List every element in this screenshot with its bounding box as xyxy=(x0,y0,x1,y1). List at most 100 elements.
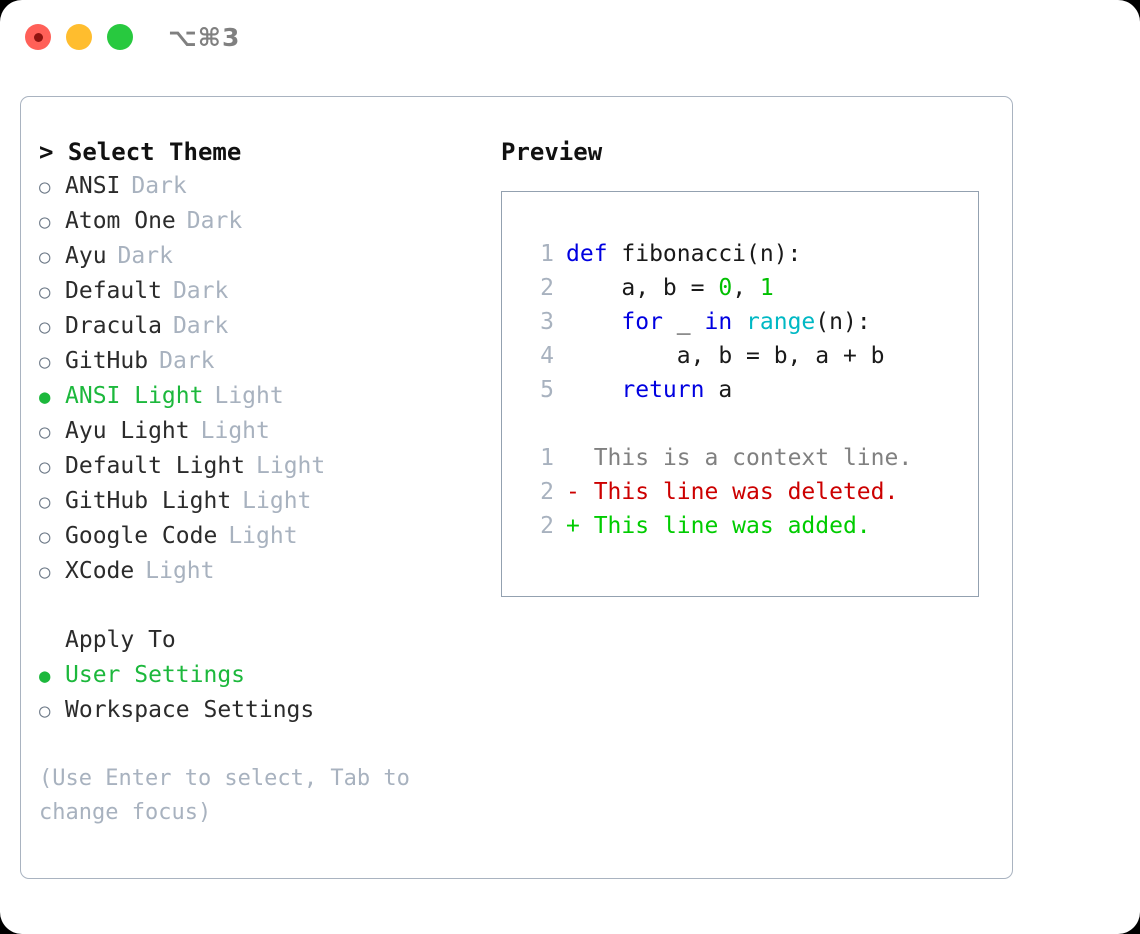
code-token: a, b = b, a + b xyxy=(676,343,885,369)
diff-marker: - xyxy=(566,479,594,505)
code-line: 3 for _ in range(n): xyxy=(520,305,978,339)
code-line-content: a, b = 0, 1 xyxy=(566,271,774,305)
theme-list-item[interactable]: ○ Dracula Dark xyxy=(39,309,489,344)
code-token: range xyxy=(746,309,816,335)
page-title: > Select Theme xyxy=(39,138,242,166)
keyboard-hint: (Use Enter to select, Tab to change focu… xyxy=(39,766,424,825)
theme-name-label: Google Code xyxy=(65,523,218,549)
theme-list-item[interactable]: ○ Default Dark xyxy=(39,274,489,309)
apply-to-item[interactable]: ○ Workspace Settings xyxy=(39,693,489,728)
code-token: 0 xyxy=(718,275,733,301)
radio-unselected-icon[interactable]: ○ xyxy=(39,700,51,722)
radio-unselected-icon[interactable]: ○ xyxy=(39,491,51,513)
code-indent xyxy=(566,275,621,301)
diff-text: This line was added. xyxy=(593,513,871,539)
close-button[interactable] xyxy=(25,24,51,50)
theme-list-item[interactable]: ○ ANSI Dark xyxy=(39,169,489,204)
line-number: 2 xyxy=(540,513,554,539)
theme-variant-label: Dark xyxy=(172,278,229,304)
radio-unselected-icon[interactable]: ○ xyxy=(39,211,51,233)
radio-unselected-icon[interactable]: ○ xyxy=(39,316,51,338)
diff-marker: + xyxy=(566,513,594,539)
diff-text: This is a context line. xyxy=(593,445,913,471)
code-token: a, b = xyxy=(621,275,719,301)
maximize-button[interactable] xyxy=(107,24,133,50)
theme-list-item[interactable]: ○ Google Code Light xyxy=(39,519,489,554)
theme-name-label: ANSI xyxy=(65,173,121,199)
radio-unselected-icon[interactable]: ○ xyxy=(39,456,51,478)
apply-to-item[interactable]: ● User Settings xyxy=(39,658,489,693)
radio-unselected-icon[interactable]: ○ xyxy=(39,351,51,373)
theme-variant-label: Light xyxy=(145,558,215,584)
line-number: 3 xyxy=(540,309,554,335)
theme-name-label: Ayu Light xyxy=(65,418,190,444)
radio-unselected-icon[interactable]: ○ xyxy=(39,246,51,268)
line-number: 2 xyxy=(540,275,554,301)
theme-list-item[interactable]: ○ Ayu Light Light xyxy=(39,414,489,449)
theme-variant-label: Dark xyxy=(172,313,229,339)
code-indent xyxy=(566,377,621,403)
diff-marker xyxy=(566,441,594,475)
theme-variant-label: Light xyxy=(214,383,284,409)
title-bar: ⌥⌘3 xyxy=(0,0,1140,76)
radio-unselected-icon[interactable]: ○ xyxy=(39,176,51,198)
theme-name-label: GitHub xyxy=(65,348,149,374)
diff-text: This line was deleted. xyxy=(593,479,899,505)
code-diff-gap xyxy=(520,407,978,441)
theme-name-label: Default Light xyxy=(65,453,246,479)
minimize-button[interactable] xyxy=(66,24,92,50)
radio-selected-icon[interactable]: ● xyxy=(39,386,51,408)
code-token: a xyxy=(704,377,733,403)
theme-name-label: Atom One xyxy=(65,208,176,234)
list-spacer xyxy=(39,589,489,623)
window-controls xyxy=(25,24,133,50)
theme-variant-label: Light xyxy=(256,453,326,479)
theme-variant-label: Dark xyxy=(159,348,215,374)
apply-to-label: User Settings xyxy=(65,662,246,688)
theme-name-label: Dracula xyxy=(65,313,162,339)
theme-variant-label: Light xyxy=(200,418,270,444)
theme-list-item[interactable]: ○ GitHub Dark xyxy=(39,344,489,379)
theme-variant-label: Light xyxy=(242,488,312,514)
preview-title: Preview xyxy=(501,138,603,166)
theme-list-item[interactable]: ○ Default Light Light xyxy=(39,449,489,484)
radio-unselected-icon[interactable]: ○ xyxy=(39,526,51,548)
code-line: 4 a, b = b, a + b xyxy=(520,339,978,373)
line-number: 2 xyxy=(540,479,554,505)
diff-line: 2- This line was deleted. xyxy=(520,475,978,509)
theme-name-label: GitHub Light xyxy=(65,488,232,514)
radio-unselected-icon[interactable]: ○ xyxy=(39,281,51,303)
line-number: 4 xyxy=(540,343,554,369)
theme-list-item[interactable]: ○ GitHub Light Light xyxy=(39,484,489,519)
line-number: 1 xyxy=(540,241,554,267)
radio-unselected-icon[interactable]: ○ xyxy=(39,421,51,443)
code-token: (n): xyxy=(815,309,871,335)
code-token: 1 xyxy=(759,275,774,301)
code-token: for xyxy=(621,309,663,335)
code-token: _ xyxy=(662,309,705,335)
code-token: return xyxy=(621,377,705,403)
theme-name-label: Ayu xyxy=(65,243,107,269)
radio-unselected-icon[interactable]: ○ xyxy=(39,561,51,583)
apply-to-heading: Apply To xyxy=(39,623,489,658)
theme-name-label: Default xyxy=(65,278,162,304)
code-token xyxy=(732,309,746,335)
theme-variant-label: Light xyxy=(228,523,298,549)
theme-variant-label: Dark xyxy=(131,173,187,199)
apply-to-label: Workspace Settings xyxy=(65,697,315,723)
code-line: 2 a, b = 0, 1 xyxy=(520,271,978,305)
radio-selected-icon[interactable]: ● xyxy=(39,665,51,687)
diff-line: 2 + This line was added. xyxy=(520,509,978,543)
code-token: in xyxy=(704,309,733,335)
code-token: , xyxy=(732,275,760,301)
